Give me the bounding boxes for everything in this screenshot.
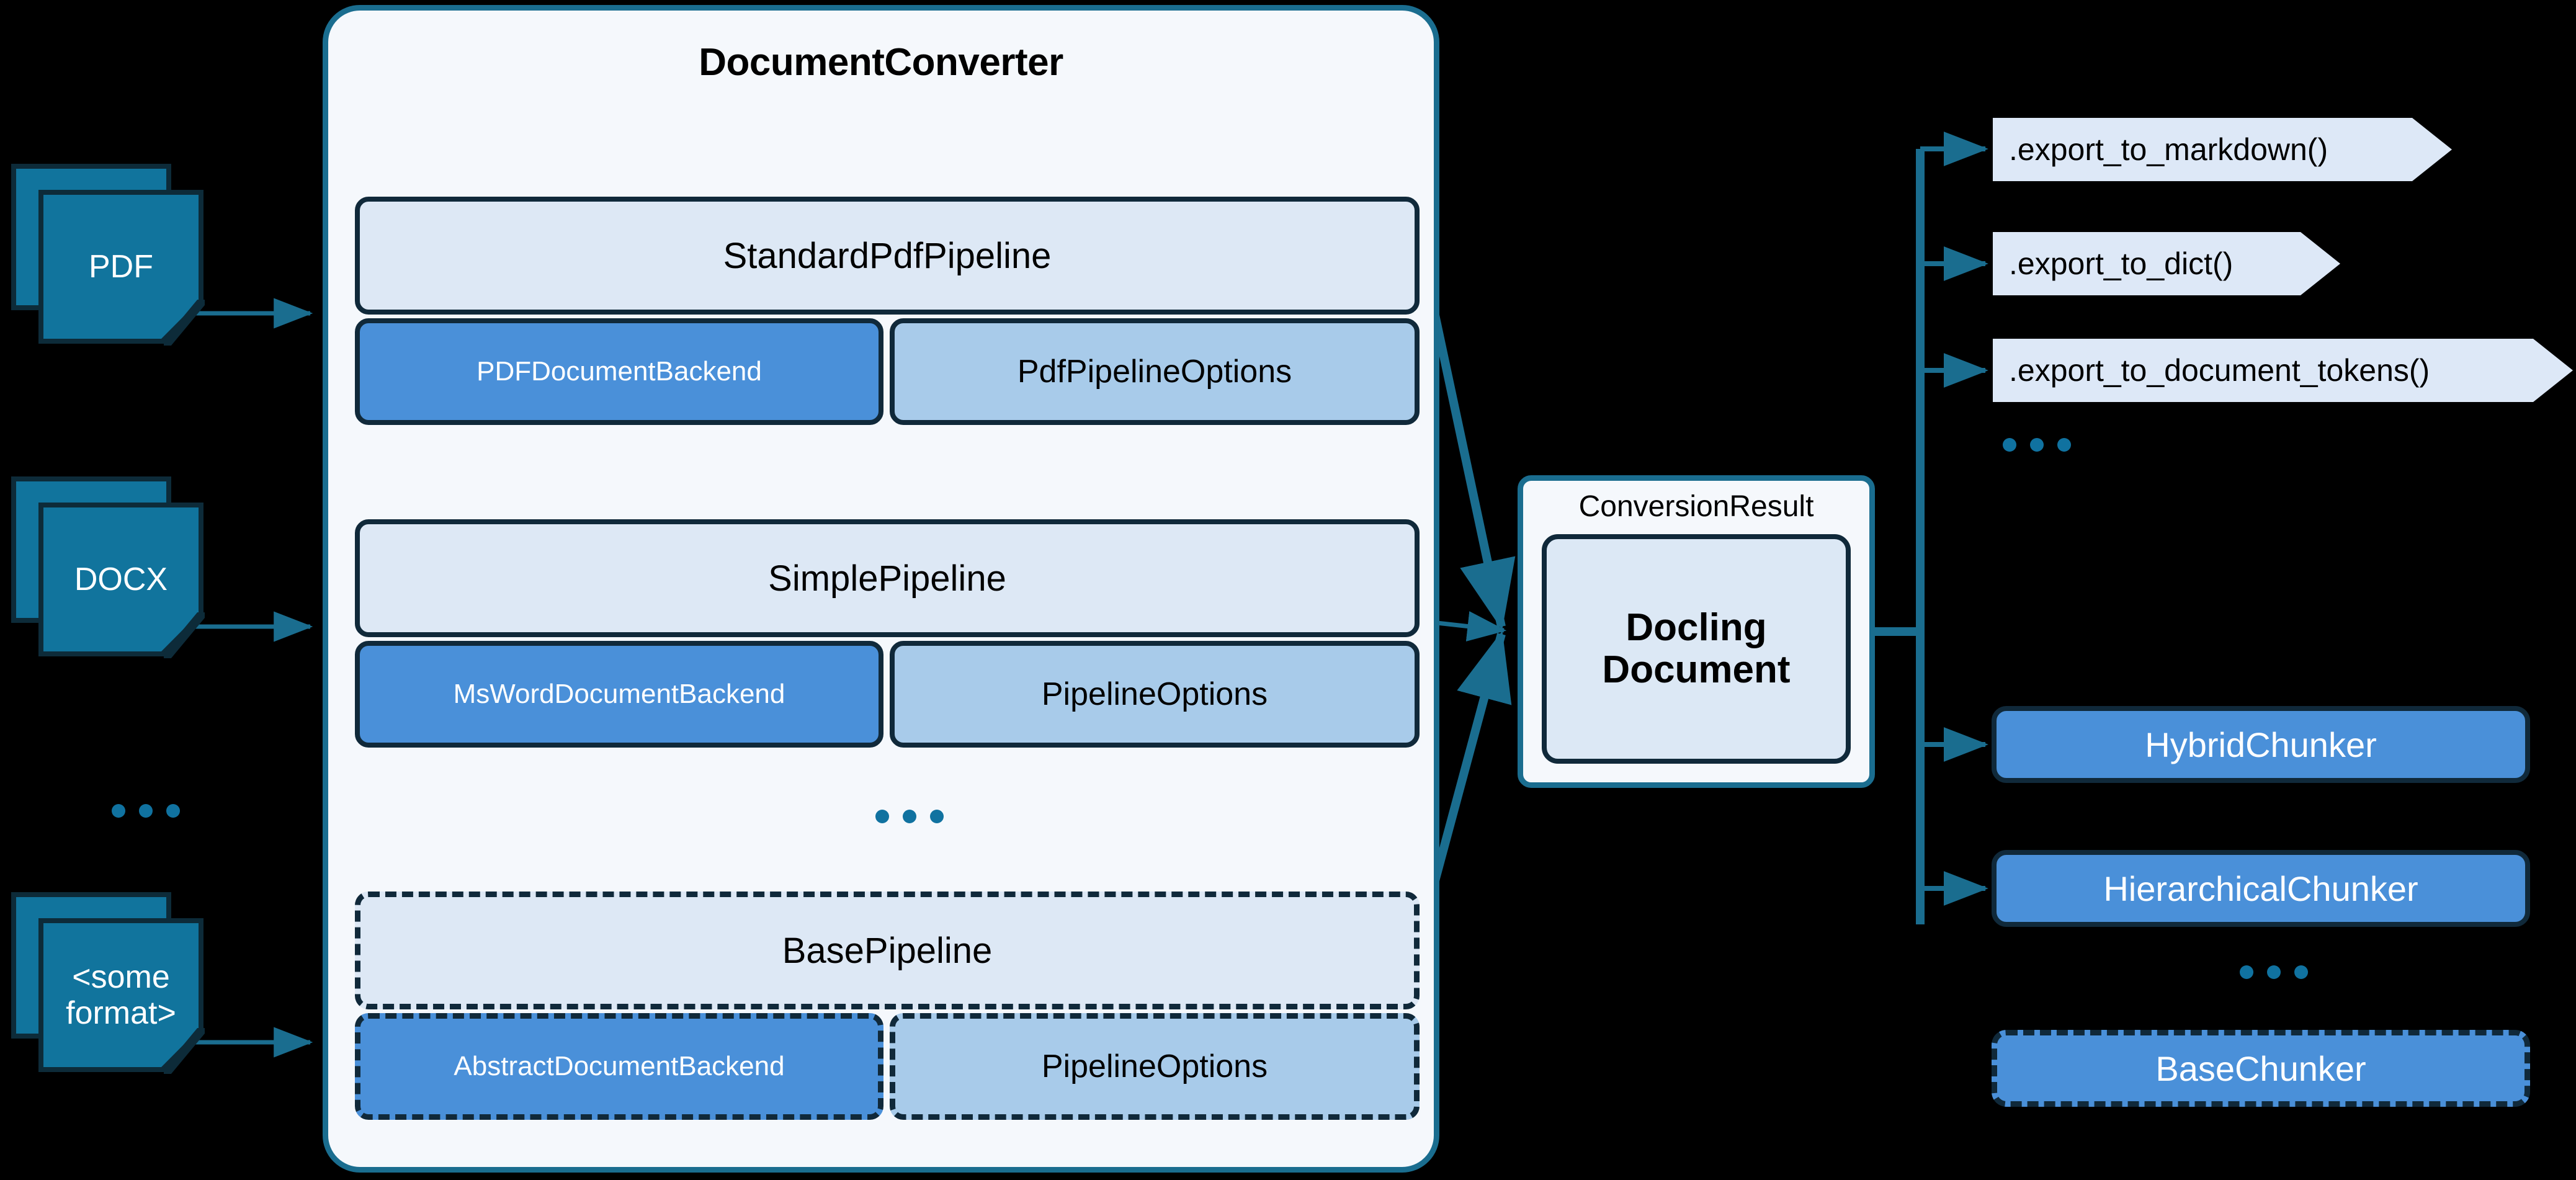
docling-document-line1: Docling: [1626, 606, 1767, 649]
export-action-label: .export_to_document_tokens(): [2009, 353, 2430, 388]
input-document-label: DOCX: [74, 561, 168, 597]
input-document-label-line1: <some: [72, 959, 170, 995]
export-action-dict[interactable]: .export_to_dict(): [1993, 232, 2340, 295]
pipeline-more-ellipsis: [875, 810, 944, 823]
export-action-markdown[interactable]: .export_to_markdown(): [1993, 118, 2452, 181]
document-front-sheet: [43, 507, 199, 651]
export-more-ellipsis: [2003, 438, 2071, 452]
chunker-hybridchunker[interactable]: HybridChunker: [1992, 706, 2530, 783]
chunker-hierarchicalchunker[interactable]: HierarchicalChunker: [1992, 850, 2530, 927]
chunker-label: HierarchicalChunker: [2103, 869, 2418, 908]
docling-document-box[interactable]: Docling Document: [1542, 534, 1851, 764]
export-action-label: .export_to_markdown(): [2009, 132, 2328, 167]
input-document-pdf[interactable]: PDF: [11, 164, 205, 346]
input-document-some-format[interactable]: <some format>: [11, 892, 205, 1074]
page-title: DocumentConverter: [699, 41, 1063, 84]
input-document-label: PDF: [89, 248, 153, 285]
options-pdfpipelineoptions[interactable]: PdfPipelineOptions: [890, 318, 1420, 425]
chunker-basechunker[interactable]: BaseChunker: [1992, 1030, 2530, 1107]
document-front-sheet: [43, 195, 199, 339]
input-more-ellipsis: [112, 804, 180, 818]
options-pipelineoptions[interactable]: PipelineOptions: [890, 641, 1420, 748]
pipeline-name-standardpdfpipeline[interactable]: StandardPdfPipeline: [355, 197, 1420, 315]
pipeline-name-basepipeline[interactable]: BasePipeline: [355, 892, 1420, 1009]
chunker-more-ellipsis: [2240, 965, 2308, 979]
backend-msworddocumentbackend[interactable]: MsWordDocumentBackend: [355, 641, 883, 748]
pipeline-name-simplepipeline[interactable]: SimplePipeline: [355, 519, 1420, 637]
input-document-label-line2: format>: [66, 995, 176, 1031]
pipeline-group-simplepipeline[interactable]: SimplePipeline MsWordDocumentBackend Pip…: [355, 519, 1420, 748]
input-document-label: <some format>: [38, 918, 203, 1072]
document-converter-panel: DocumentConverter StandardPdfPipeline PD…: [323, 5, 1439, 1173]
options-pipelineoptions-base[interactable]: PipelineOptions: [890, 1013, 1420, 1120]
conversion-result-panel[interactable]: ConversionResult Docling Document: [1518, 475, 1875, 788]
backend-abstractdocumentbackend[interactable]: AbstractDocumentBackend: [355, 1013, 883, 1120]
chunker-label: BaseChunker: [2155, 1048, 2366, 1088]
chunker-label: HybridChunker: [2145, 725, 2377, 764]
pipeline-group-standardpdfpipeline[interactable]: StandardPdfPipeline PDFDocumentBackend P…: [355, 197, 1420, 425]
pipeline-group-basepipeline[interactable]: BasePipeline AbstractDocumentBackend Pip…: [355, 892, 1420, 1120]
conversion-result-label: ConversionResult: [1578, 490, 1814, 523]
docling-document-line2: Document: [1602, 648, 1791, 691]
input-document-docx[interactable]: DOCX: [11, 476, 205, 658]
export-action-document-tokens[interactable]: .export_to_document_tokens(): [1993, 339, 2573, 402]
export-action-label: .export_to_dict(): [2009, 246, 2234, 281]
document-front-sheet: [43, 923, 199, 1067]
backend-pdfdocumentbackend[interactable]: PDFDocumentBackend: [355, 318, 883, 425]
